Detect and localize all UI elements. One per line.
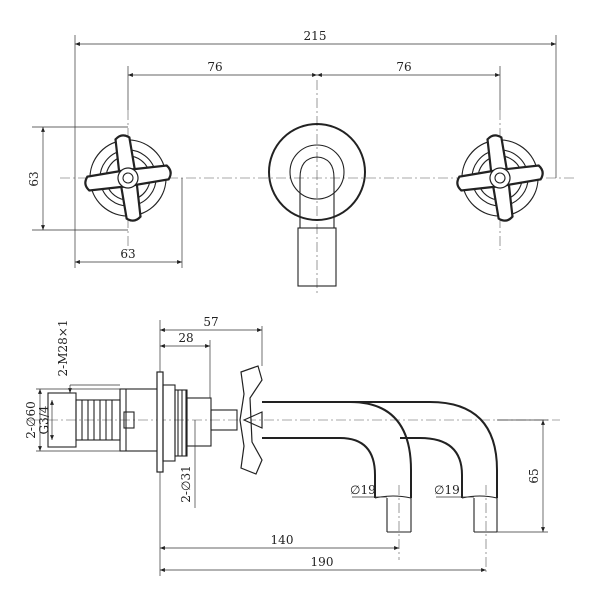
dim-body-dia: 2-∅60: [24, 401, 38, 438]
dim-flange-depth: 28: [178, 331, 193, 345]
dim-spout-reach-1: 140: [271, 533, 294, 547]
dim-spout-drop: 65: [527, 468, 541, 483]
dim-handle-height: 63: [27, 171, 41, 186]
dim-stem-dia: 2-∅31: [179, 465, 193, 502]
dim-spout-dia-2: ∅19: [434, 483, 460, 497]
dim-thread: 2-M28×1: [56, 320, 70, 377]
spout-side: [262, 401, 498, 575]
top-view: 215 76 76 63 63: [27, 29, 575, 295]
dim-body-depth: 57: [203, 315, 218, 329]
side-view: 57 28 2-M28×1 2-∅60 G3/4 2-∅31 ∅19 ∅19 6…: [24, 315, 560, 576]
dim-inlet-thread: G3/4: [37, 405, 51, 434]
right-cross-handle: [450, 128, 550, 228]
wall-flange: [156, 371, 238, 473]
dim-overall-width: 215: [304, 29, 327, 43]
dim-right-spacing: 76: [396, 60, 411, 74]
inlet-thread: [47, 388, 163, 452]
handle-side: [239, 365, 263, 475]
dim-left-spacing: 76: [207, 60, 222, 74]
dim-spout-reach-2: 190: [311, 555, 334, 569]
dim-handle-width: 63: [120, 247, 135, 261]
dim-spout-dia-1: ∅19: [350, 483, 376, 497]
left-cross-handle: [78, 128, 178, 228]
spout-top: [268, 123, 366, 287]
